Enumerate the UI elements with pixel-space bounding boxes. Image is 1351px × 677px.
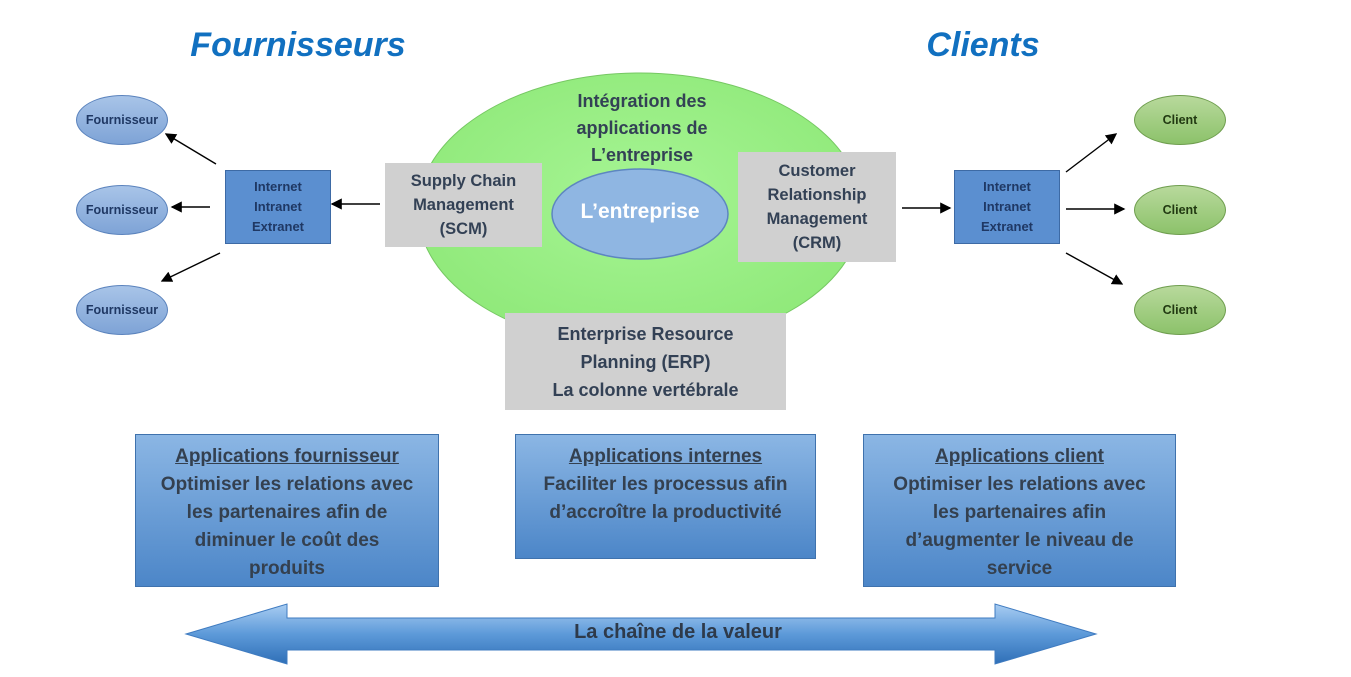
network-box-left: Internet Intranet Extranet — [225, 170, 331, 244]
crm-line: Management — [766, 210, 868, 228]
internal-applications-box: Applications internes Faciliter les proc… — [515, 434, 816, 559]
supplier-applications-text: diminuer le coût des — [194, 530, 380, 551]
arrow-network-to-client-1 — [1065, 133, 1118, 173]
crm-box: Customer Relationship Management (CRM) — [738, 152, 896, 262]
internal-applications-title: Applications internes — [568, 446, 763, 467]
crm-line: Customer — [778, 162, 856, 180]
suppliers-heading: Fournisseurs — [190, 26, 406, 64]
supplier-node: Fournisseur — [76, 95, 168, 145]
erp-line: La colonne vertébrale — [552, 379, 739, 400]
enterprise-ellipse — [551, 168, 729, 260]
integration-label: Intégration des applications de L’entrep… — [530, 88, 754, 169]
supplier-applications-text: les partenaires afin de — [186, 502, 388, 523]
supplier-node: Fournisseur — [76, 285, 168, 335]
client-applications-text: service — [986, 558, 1053, 579]
arrow-network-to-supplier-3 — [160, 252, 221, 282]
arrow-network-to-client-3 — [1065, 252, 1124, 285]
client-applications-text: Optimiser les relations avec — [893, 474, 1146, 495]
clients-heading: Clients — [926, 26, 1040, 64]
integration-line: Intégration des — [577, 91, 707, 111]
erp-line: Enterprise Resource — [557, 323, 734, 344]
network-label: Extranet — [251, 219, 305, 234]
network-label: Intranet — [254, 199, 302, 214]
client-applications-title: Applications client — [935, 446, 1104, 467]
network-label: Intranet — [983, 199, 1031, 214]
erp-box: Enterprise Resource Planning (ERP) La co… — [505, 313, 786, 410]
scm-line: Supply Chain — [410, 172, 517, 190]
client-applications-text: les partenaires afin — [932, 502, 1107, 523]
integration-line: L’entreprise — [590, 145, 694, 165]
client-node: Client — [1134, 185, 1226, 235]
client-applications-box: Applications client Optimiser les relati… — [863, 434, 1176, 587]
network-label: Internet — [254, 179, 302, 194]
internal-applications-text: Faciliter les processus afin — [543, 474, 788, 495]
network-label: Extranet — [980, 219, 1034, 234]
supplier-applications-box: Applications fournisseur Optimiser les r… — [135, 434, 439, 587]
scm-box: Supply Chain Management (SCM) — [385, 163, 542, 247]
value-chain-label: La chaîne de la valeur — [574, 621, 782, 643]
supplier-applications-text: produits — [249, 558, 325, 579]
integration-line: applications de — [576, 118, 708, 138]
supplier-applications-title: Applications fournisseur — [175, 446, 399, 467]
client-node: Client — [1134, 285, 1226, 335]
value-chain-arrow — [184, 603, 1098, 665]
network-label: Internet — [983, 179, 1031, 194]
client-node: Client — [1134, 95, 1226, 145]
supplier-applications-text: Optimiser les relations avec — [160, 474, 414, 495]
crm-line: Relationship — [767, 186, 867, 204]
scm-line: Management — [413, 196, 514, 214]
arrow-network-to-supplier-1 — [164, 133, 217, 165]
internal-applications-text: d’accroître la productivité — [549, 502, 782, 523]
erp-line: Planning (ERP) — [580, 351, 711, 372]
scm-line: (SCM) — [439, 220, 488, 238]
supplier-node: Fournisseur — [76, 185, 168, 235]
client-applications-text: d’augmenter le niveau de — [905, 530, 1134, 551]
crm-line: (CRM) — [792, 234, 842, 252]
network-box-right: Internet Intranet Extranet — [954, 170, 1060, 244]
enterprise-label: L’entreprise — [580, 200, 700, 223]
